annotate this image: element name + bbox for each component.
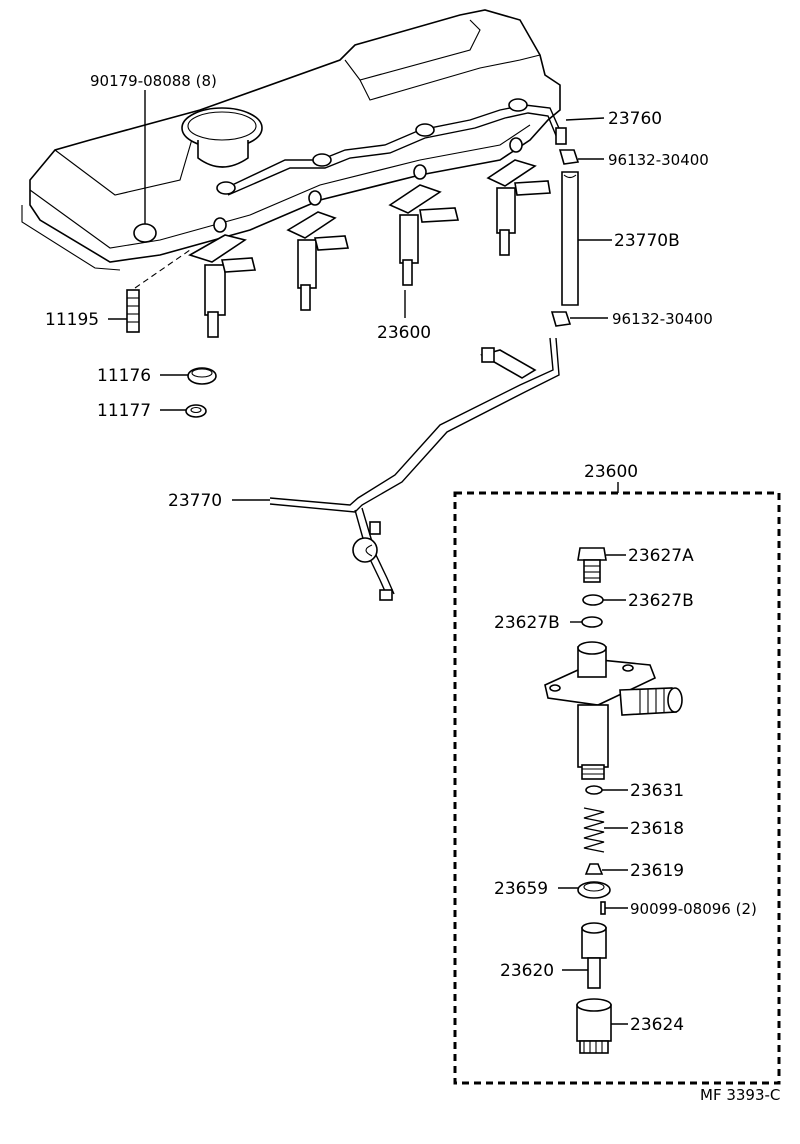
- spring-seat: [584, 863, 604, 875]
- pin: [600, 901, 606, 915]
- stud-bolt: [126, 249, 191, 333]
- fuel-return-pipe-lower: [269, 337, 560, 601]
- injector-4: [486, 137, 551, 256]
- label-pipe-lower: 23770: [168, 491, 222, 511]
- leader-lines: [108, 117, 628, 1025]
- nozzle-holder-body: [544, 641, 683, 780]
- washer-23631: [585, 785, 603, 795]
- label-nozzle: 23620: [500, 961, 554, 981]
- label-washer: 23631: [630, 781, 684, 801]
- label-spring-seat: 23619: [630, 861, 684, 881]
- retaining-nut: [576, 998, 612, 1054]
- cylinder-head-cover: [21, 9, 561, 271]
- label-spacer: 23659: [494, 879, 548, 899]
- label-bolt-head-cover: 90179-08088 (8): [90, 72, 217, 90]
- label-pin: 90099-08096 (2): [630, 900, 757, 918]
- fuel-return-pipe-upper: [216, 98, 567, 196]
- head-cover-bolt: [133, 90, 157, 243]
- hose-clamp-lower: [550, 311, 572, 327]
- label-hose: 23770B: [614, 231, 680, 251]
- label-seal-b: 11177: [97, 401, 151, 421]
- label-clamp-lower: 96132-30400: [612, 310, 713, 328]
- label-seal-a: 11176: [97, 366, 151, 386]
- exploded-view-frame: [453, 491, 781, 1085]
- label-gasket-1: 23627B: [628, 591, 694, 611]
- label-box-title: 23600: [584, 462, 638, 482]
- nozzle: [581, 922, 607, 989]
- label-injectors: 23600: [377, 323, 431, 343]
- hose-clamp-upper: [558, 149, 580, 165]
- injector-2: [286, 190, 350, 311]
- seal-washer-11177: [185, 404, 207, 418]
- injector-3: [388, 164, 460, 286]
- label-stud: 11195: [45, 310, 99, 330]
- seal-washer-11176: [187, 367, 217, 385]
- label-spring: 23618: [630, 819, 684, 839]
- pressure-spring: [583, 807, 605, 853]
- injector-1: [188, 217, 257, 338]
- fuel-hose: [561, 171, 579, 306]
- label-retaining-nut: 23624: [630, 1015, 684, 1035]
- label-gasket-2: 23627B: [494, 613, 560, 633]
- label-holder-bolt: 23627A: [628, 546, 694, 566]
- label-clamp-upper: 96132-30400: [608, 151, 709, 169]
- gasket-23627B-lower: [581, 616, 603, 628]
- gasket-23627B-upper: [582, 594, 604, 606]
- label-pipe-upper: 23760: [608, 109, 662, 129]
- figure-code: MF 3393-C: [700, 1086, 780, 1104]
- nozzle-holder-bolt: [577, 547, 607, 583]
- distance-piece: [577, 881, 611, 899]
